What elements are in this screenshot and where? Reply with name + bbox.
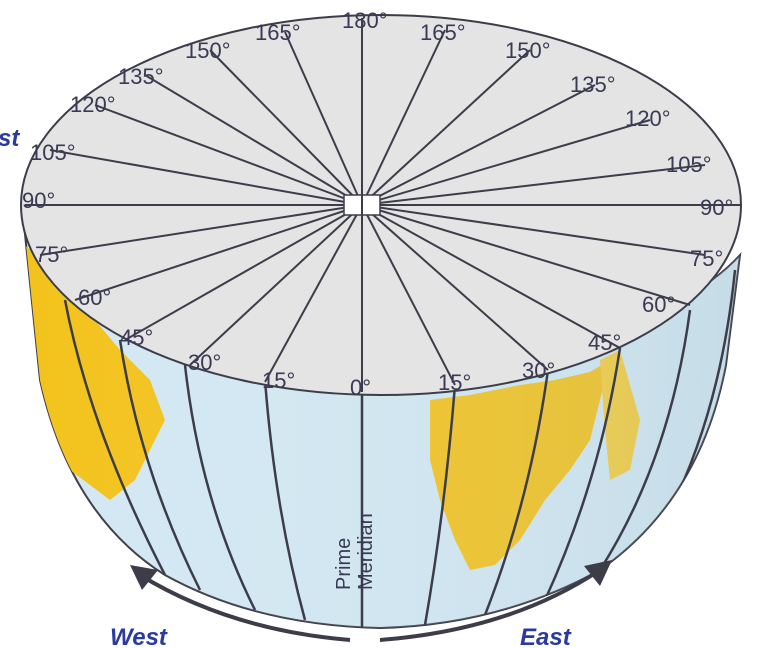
degree-label-w75: 75° <box>35 242 68 267</box>
svg-text:Meridian: Meridian <box>355 513 377 590</box>
degree-label-e150: 150° <box>505 38 551 63</box>
degree-label-e90: 90° <box>700 195 733 220</box>
degree-label-w60: 60° <box>78 285 111 310</box>
meridian-curves <box>63 269 737 628</box>
west-partial-label: st <box>0 125 20 152</box>
svg-text:Prime: Prime <box>333 538 355 590</box>
degree-label-w30: 30° <box>188 350 221 375</box>
west-arrowhead <box>130 565 158 590</box>
degree-label-w165: 165° <box>255 20 301 45</box>
degree-label-e105: 105° <box>666 152 712 177</box>
degree-label-e30: 30° <box>522 358 555 383</box>
degree-label-w135: 135° <box>118 64 164 89</box>
degree-label-e120: 120° <box>625 106 671 131</box>
degree-label-e165: 165° <box>420 20 466 45</box>
west-arrow <box>138 573 351 642</box>
degree-label-180: 180° <box>342 8 388 33</box>
degree-label-e75: 75° <box>690 246 723 271</box>
degree-label-e60: 60° <box>642 292 675 317</box>
degree-label-e135: 135° <box>570 72 616 97</box>
degree-label-0: 0° <box>350 375 371 400</box>
degree-label-w150: 150° <box>185 38 231 63</box>
east-arrowhead <box>584 560 612 586</box>
degree-label-w90: 90° <box>22 188 55 213</box>
degree-label-w105: 105° <box>30 140 76 165</box>
degree-label-e15: 15° <box>438 370 471 395</box>
radial-meridians <box>25 18 740 392</box>
east-arrow <box>379 568 602 642</box>
degree-label-e45: 45° <box>588 330 621 355</box>
degree-label-w45: 45° <box>120 325 153 350</box>
west-label: West <box>110 624 168 648</box>
degree-label-w15: 15° <box>262 368 295 393</box>
degree-label-w120: 120° <box>70 92 116 117</box>
prime-meridian-label: Prime Meridian <box>333 513 377 590</box>
east-label: East <box>520 624 572 648</box>
